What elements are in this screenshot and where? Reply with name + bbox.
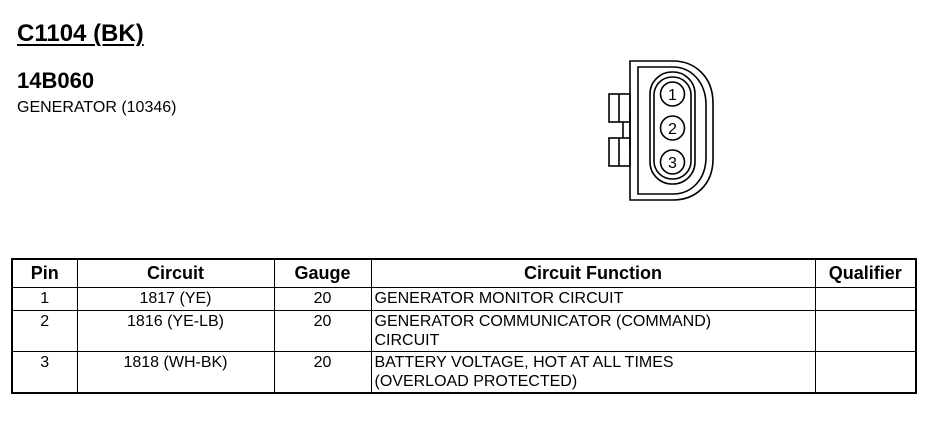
component-name: GENERATOR (10346) <box>17 99 177 116</box>
qualifier-cell <box>814 351 917 394</box>
pin-cell: 2 <box>11 310 78 352</box>
column-header-circuit: Circuit <box>76 258 275 288</box>
function-cell: GENERATOR MONITOR CIRCUIT <box>370 287 816 311</box>
table-row: 1 1817 (YE) 20 GENERATOR MONITOR CIRCUIT <box>11 287 917 311</box>
column-header-pin: Pin <box>11 258 78 288</box>
pin-table: Pin Circuit Gauge Circuit Function Quali… <box>11 258 917 394</box>
part-number: 14B060 <box>17 68 95 93</box>
qualifier-cell <box>814 287 917 311</box>
table-header-row: Pin Circuit Gauge Circuit Function Quali… <box>11 258 917 288</box>
connector-housing-outline <box>629 60 714 201</box>
pin-2-label: 2 <box>668 121 677 138</box>
function-cell: BATTERY VOLTAGE, HOT AT ALL TIMES (OVERL… <box>370 351 816 394</box>
circuit-cell: 1816 (YE-LB) <box>76 310 275 352</box>
column-header-qualifier: Qualifier <box>814 258 917 288</box>
gauge-cell: 20 <box>273 310 372 352</box>
circuit-cell: 1818 (WH-BK) <box>76 351 275 394</box>
connector-housing-inner <box>637 66 707 195</box>
pin-3-circle <box>659 149 686 175</box>
function-line: (OVERLOAD PROTECTED) <box>374 373 578 390</box>
pin-cell: 1 <box>11 287 78 311</box>
connector-id-title: C1104 (BK) <box>17 20 144 47</box>
function-line: CIRCUIT <box>374 332 440 349</box>
pin-1-circle <box>659 81 686 107</box>
circuit-cell: 1817 (YE) <box>76 287 275 311</box>
pin-cell: 3 <box>11 351 78 394</box>
function-line: GENERATOR COMMUNICATOR (COMMAND) <box>374 313 712 330</box>
pin-1-label: 1 <box>668 87 677 104</box>
pin-insert <box>649 71 696 185</box>
function-cell: GENERATOR COMMUNICATOR (COMMAND) CIRCUIT <box>370 310 816 352</box>
function-line: BATTERY VOLTAGE, HOT AT ALL TIMES <box>374 354 674 371</box>
pin-2-circle <box>659 115 686 141</box>
column-header-gauge: Gauge <box>273 258 372 288</box>
gauge-cell: 20 <box>273 287 372 311</box>
table-row: 3 1818 (WH-BK) 20 BATTERY VOLTAGE, HOT A… <box>11 351 917 394</box>
qualifier-cell <box>814 310 917 352</box>
gauge-cell: 20 <box>273 351 372 394</box>
column-header-function: Circuit Function <box>370 258 816 288</box>
function-line: GENERATOR MONITOR CIRCUIT <box>374 290 624 307</box>
connector-face-drawing: 1 2 3 <box>608 60 714 201</box>
table-row: 2 1816 (YE-LB) 20 GENERATOR COMMUNICATOR… <box>11 310 917 352</box>
pin-3-label: 3 <box>668 155 677 172</box>
